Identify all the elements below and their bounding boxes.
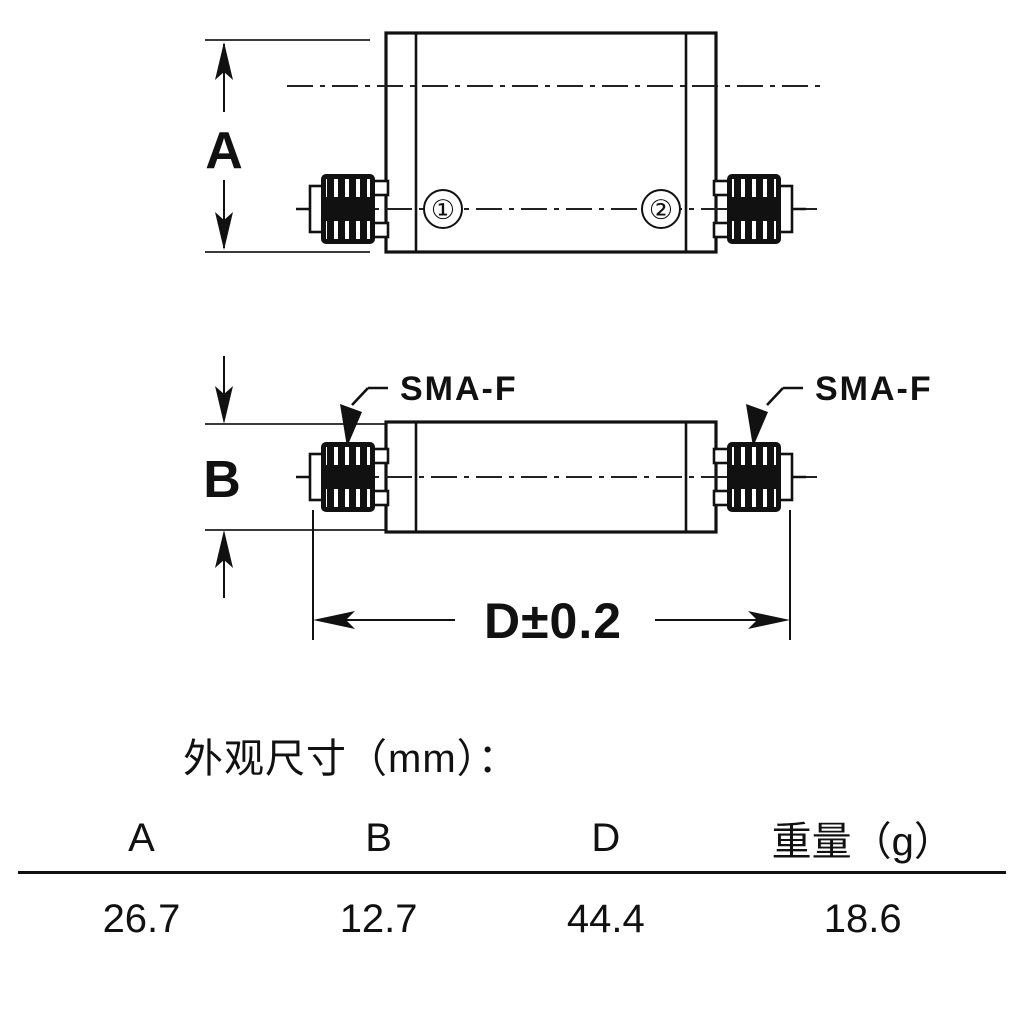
table-cell-weight: 18.6 xyxy=(823,896,902,941)
sma-right-knurl-lower-top xyxy=(732,221,776,239)
sma-f-label-left: SMA-F xyxy=(400,370,518,408)
dim-a-arrowhead-bottom xyxy=(215,212,233,250)
top-view-group: A ① ② xyxy=(205,31,826,254)
sma-left-knurl-upper-side xyxy=(326,447,370,465)
sma-right-knurl-lower-side xyxy=(732,489,776,507)
sma-f-leader-left-arrowhead xyxy=(340,404,362,447)
sma-f-callout-right: SMA-F xyxy=(746,370,933,447)
dim-b-arrowhead-top xyxy=(215,386,233,424)
dimension-table-block: 外观尺寸（mm）： A B D 重量（g） 26.7 12.7 44.4 18.… xyxy=(0,735,1024,956)
sma-right-knurl-upper-top xyxy=(732,179,776,197)
side-view-sma-connector-left xyxy=(296,442,390,512)
sma-f-callout-left: SMA-F xyxy=(340,370,518,447)
table-header-weight: 重量（g） xyxy=(719,805,1006,874)
side-view-group: B xyxy=(203,356,933,649)
top-view-sma-connector-left xyxy=(296,174,390,244)
sma-left-knurl-lower-side xyxy=(326,489,370,507)
side-view-sma-connector-right xyxy=(712,442,806,512)
table-caption: 外观尺寸（mm）： xyxy=(183,737,519,781)
dimension-table: A B D 重量（g） 26.7 12.7 44.4 18.6 xyxy=(18,805,1006,956)
dim-a-arrowhead-top xyxy=(215,42,233,80)
sma-left-knurl-lower-top xyxy=(326,221,370,239)
dim-d-arrowhead-left xyxy=(313,611,355,629)
table-row: 26.7 12.7 44.4 18.6 xyxy=(18,873,1006,957)
top-view-sma-connector-right xyxy=(712,174,806,244)
table-cell-d: 44.4 xyxy=(566,896,645,941)
dim-b-label: B xyxy=(203,451,241,509)
dim-d-arrowhead-right xyxy=(748,611,790,629)
table-header-b: B xyxy=(265,805,493,874)
table-header-d: D xyxy=(492,805,720,874)
table-cell-a: 26.7 xyxy=(102,896,181,941)
table-header-a: A xyxy=(18,805,265,874)
table-cell-b: 12.7 xyxy=(339,896,418,941)
port-marker-1: ① xyxy=(423,189,463,229)
sma-left-knurl-upper-top xyxy=(326,179,370,197)
svg-text:①: ① xyxy=(431,195,455,225)
dim-d-label: D±0.2 xyxy=(484,593,622,649)
dim-b-arrowhead-bottom xyxy=(215,530,233,568)
dim-a-label: A xyxy=(205,122,243,180)
sma-right-knurl-upper-side xyxy=(732,447,776,465)
sma-f-leader-right-angled xyxy=(766,387,784,406)
sma-f-leader-right-arrowhead xyxy=(746,404,768,447)
sma-f-label-right: SMA-F xyxy=(815,370,933,408)
port-marker-2: ② xyxy=(641,189,681,229)
svg-text:②: ② xyxy=(649,195,673,225)
dim-d-group: D±0.2 xyxy=(312,510,791,649)
sma-f-leader-left-angled xyxy=(351,387,369,406)
table-header-row: A B D 重量（g） xyxy=(18,805,1006,874)
